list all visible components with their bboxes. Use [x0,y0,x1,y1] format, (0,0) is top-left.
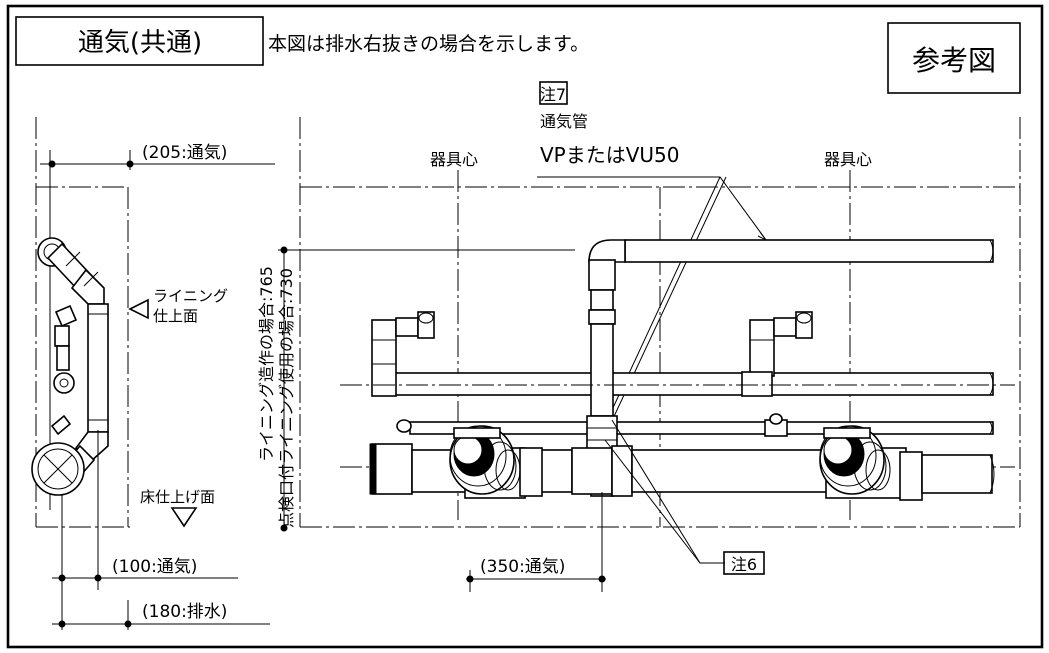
lining-finish-label-2: 仕上面 [153,307,198,325]
note6-box [723,551,765,575]
note7-label: 注7 [540,85,566,104]
right-fixture-connection [741,311,813,397]
description-text: 本図は排水右抜きの場合を示します。 [268,33,589,55]
right-drain-trap [819,425,891,495]
left-fixture-connection [371,311,435,397]
vent-pipe-label: 通気管 [540,112,588,131]
dim-100-label: (100:通気) [112,557,197,577]
sheet-border [6,4,1044,649]
dim-180-label: (180:排水) [142,602,227,622]
fixture-center-left-label: 器具心 [430,150,478,169]
reference-box [887,22,1021,94]
leader-vent-lower [611,176,721,411]
page-title: 通気(共通) [78,28,202,58]
lining-finish-label-1: ライニング [153,287,228,305]
floor-finish-marker [170,507,198,528]
fixture-center-right-label: 器具心 [824,150,872,169]
upper-vent-pipe [624,239,994,263]
height-lining-made-label: ライニング造作の場合:765 [257,266,276,462]
left-drain-trap [449,425,521,495]
dim-350-label: (350:通気) [480,557,565,577]
leader-vent-upper [537,176,767,241]
floor-finish-label: 床仕上げ面 [140,488,215,506]
vent-pipe-spec-label: VPまたはVU50 [540,143,680,167]
note6-label: 注6 [731,555,757,574]
side-view-fittings [50,304,78,436]
title-box [15,16,264,66]
lining-finish-marker [128,298,149,320]
dim-205-label: (205:通気) [142,143,227,163]
note7-box [539,81,568,105]
reference-label: 参考図 [912,44,996,77]
middle-vent-pipe [394,372,994,396]
height-with-lining-label: 点検口付ライニング使用の場合:730 [277,268,296,528]
